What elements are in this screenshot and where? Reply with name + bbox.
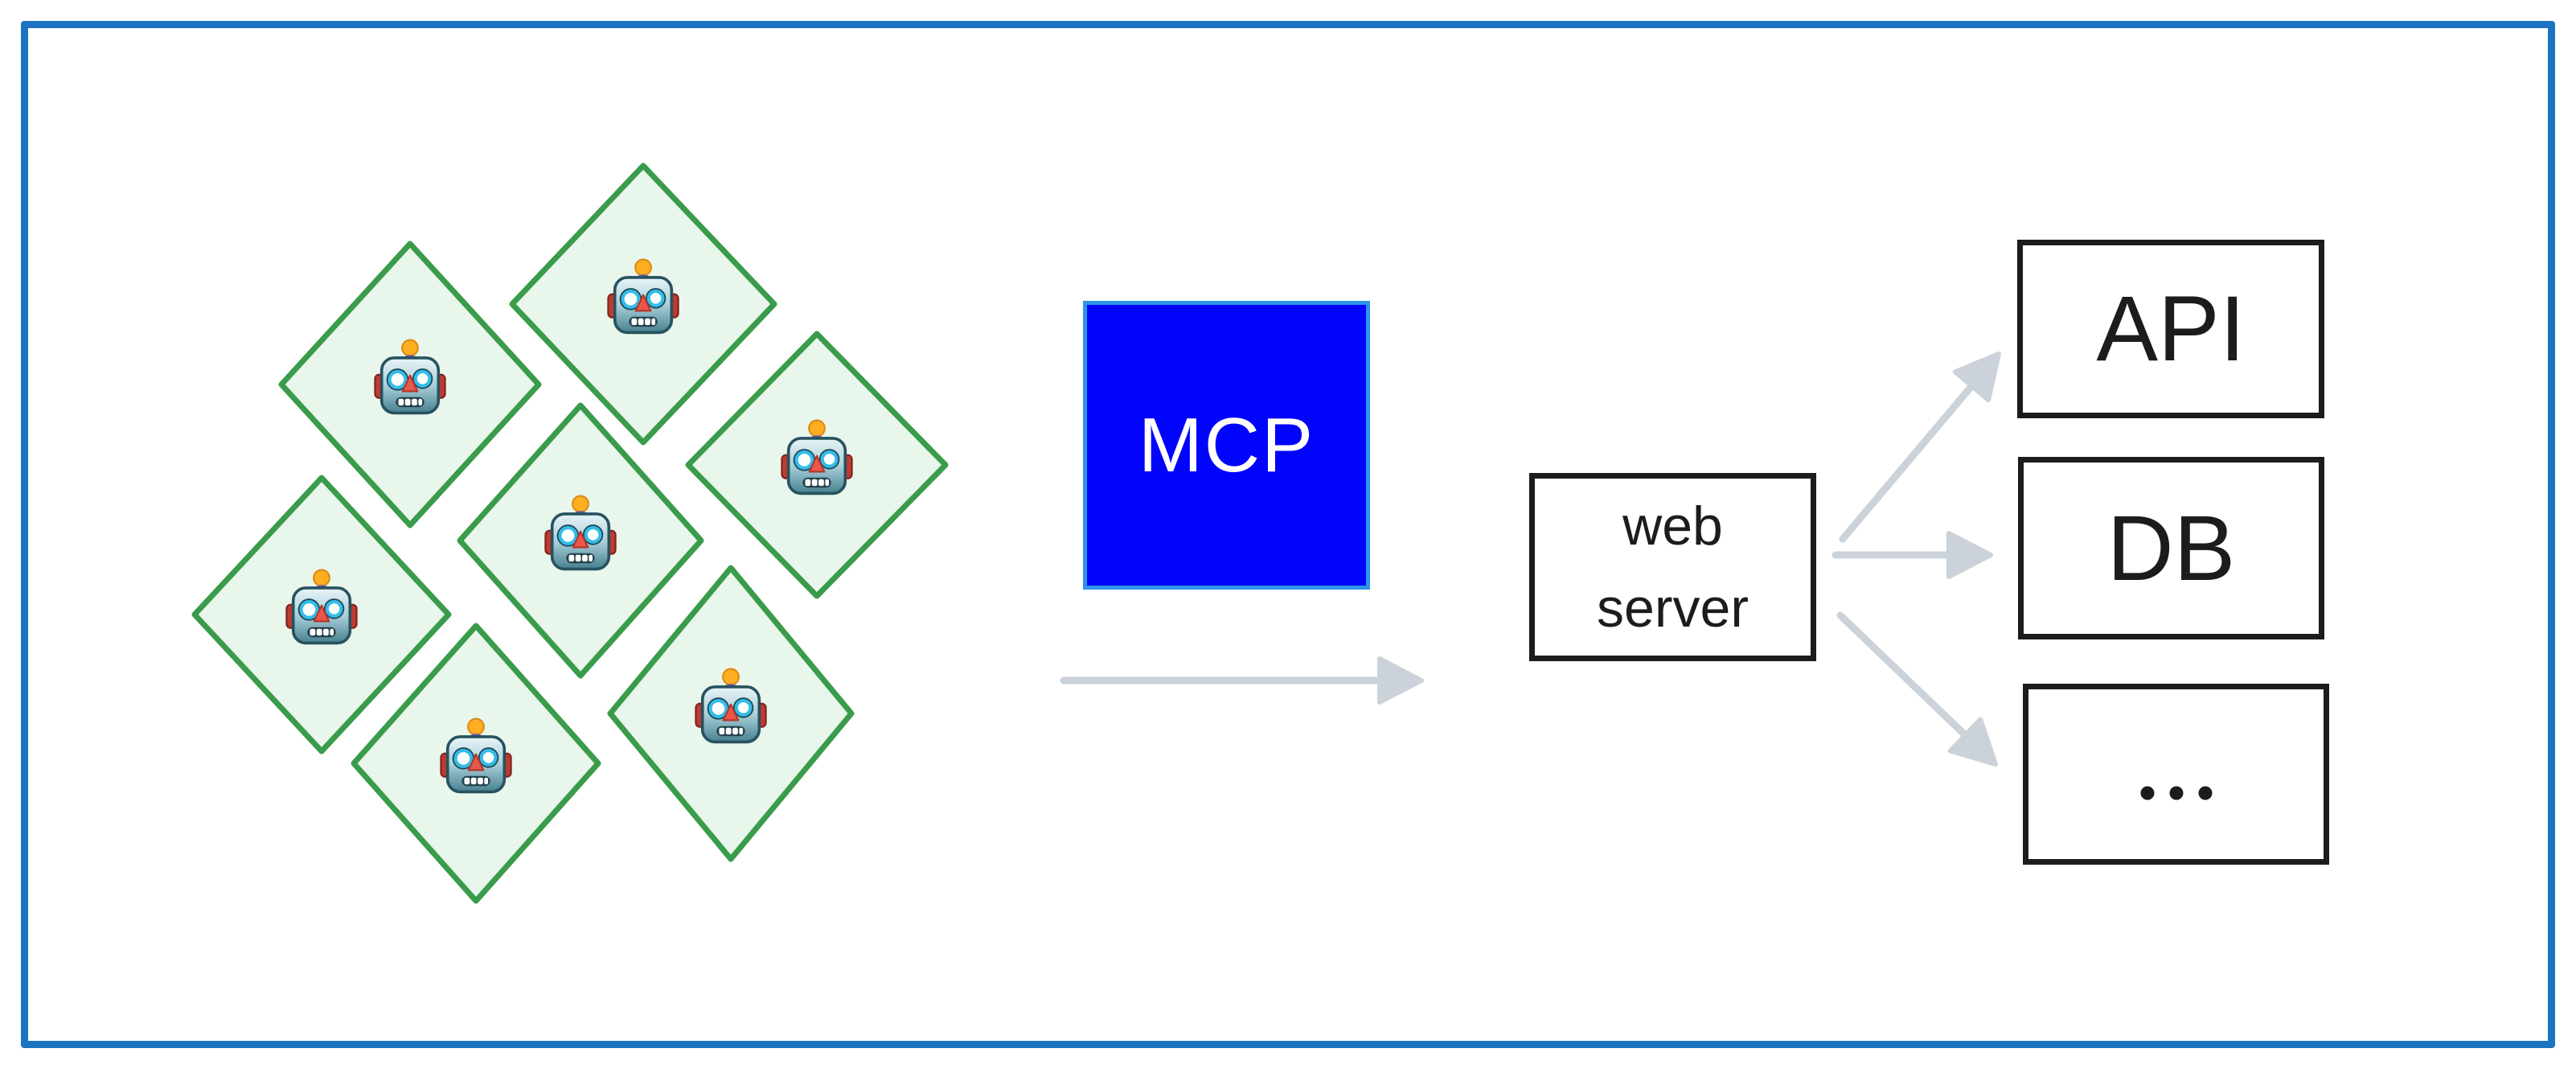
arrow-mcp-to-webserver <box>1060 656 1424 705</box>
web-server-label-line1: web <box>1622 495 1723 557</box>
mcp-box: MCP <box>1083 301 1370 590</box>
api-box: API <box>2017 240 2324 418</box>
db-label: DB <box>2106 496 2236 600</box>
ellipsis-icon <box>2140 786 2212 800</box>
agent-diamond-6 <box>607 565 855 862</box>
api-label: API <box>2096 278 2246 380</box>
agent-diamond-3 <box>685 331 949 599</box>
db-box: DB <box>2018 457 2324 639</box>
agent-diamond-4 <box>457 402 704 679</box>
outer-border <box>21 21 2555 1048</box>
arrow-webserver-to-db <box>1832 531 1993 579</box>
other-targets-box <box>2023 684 2329 865</box>
arrow-webserver-to-dots <box>1836 611 1998 767</box>
agent-diamond-1 <box>509 162 777 446</box>
web-server-label-line2: server <box>1597 578 1749 639</box>
mcp-label: MCP <box>1138 401 1315 488</box>
web-server-box: web server <box>1529 473 1816 661</box>
arrow-webserver-to-api <box>1839 352 2001 543</box>
